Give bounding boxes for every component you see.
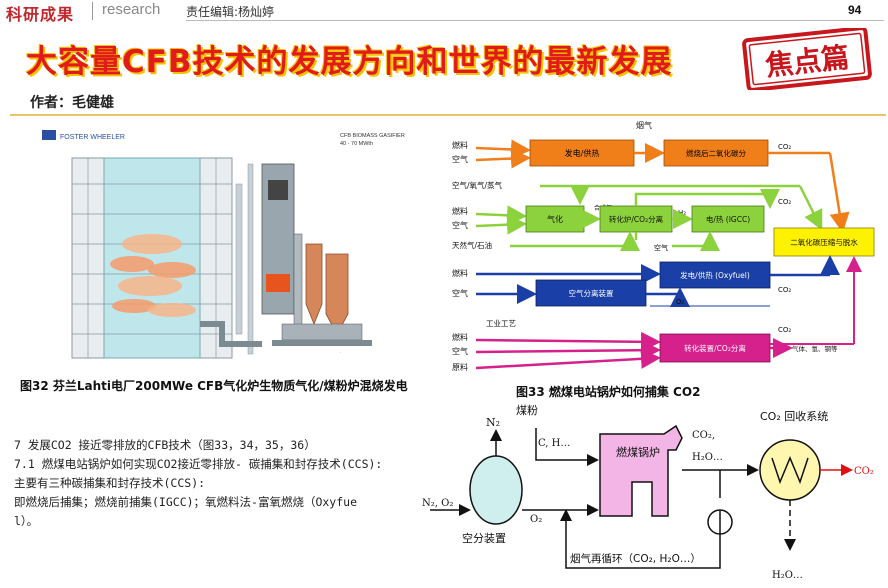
asu-vessel xyxy=(469,455,523,525)
row4-products: 气体、氢、钢等 xyxy=(792,344,838,353)
row2-air: 空气 xyxy=(452,220,468,230)
row2-shift-box: 转化炉/CO₂分离 xyxy=(609,214,664,224)
header-separator xyxy=(92,2,93,20)
co2-compression-box: 二氧化碳压缩与脱水 xyxy=(790,237,858,247)
row4-industrial-label: 工业工艺 xyxy=(486,318,516,328)
boiler-label: 燃煤锅炉 xyxy=(616,445,660,459)
coal-label: 煤粉 xyxy=(516,404,538,417)
body-line-5: l）。 xyxy=(14,514,39,528)
section-divider xyxy=(10,114,886,116)
body-line-1: 7 发展CO2 接近零排放的CFB技术（图33，34，35，36） xyxy=(14,438,316,452)
recovery-label: CO₂ 回收系统 xyxy=(760,409,828,423)
brand-label: 科研成果 xyxy=(6,5,75,24)
body-line-4: 即燃烧后捕集；燃烧前捕集(IGCC)；氧燃料法-富氧燃烧（Oxyfue xyxy=(14,495,358,509)
editor-label: 责任编辑:杨灿婷 xyxy=(186,5,275,19)
row1-post-capture-box: 燃烧后二氧化碳分 xyxy=(686,148,746,158)
figure-32-inner-title: CFB BIOMASS GASIFIER xyxy=(340,133,405,139)
row1-fuel: 燃料 xyxy=(452,140,468,150)
focus-badge: 焦点篇 xyxy=(742,28,872,90)
n2o2-label: N₂, O₂ xyxy=(422,498,453,509)
row2-igcc-box: 电/热 (IGCC) xyxy=(706,214,750,224)
figure-33-caption: 图33 燃煤电站锅炉如何捕集 CO2 xyxy=(516,385,701,399)
row3-oxyfuel-box: 发电/供热 (Oxyfuel) xyxy=(680,270,750,280)
brand-english: research xyxy=(102,1,161,18)
body-text: 7 发展CO2 接近零排放的CFB技术（图33，34，35，36） 7.1 燃煤… xyxy=(14,436,424,531)
row2-air-oxygen-steam: 空气/氧气/蒸气 xyxy=(452,180,503,190)
page-header: 科研成果 research 责任编辑:杨灿婷 94 xyxy=(0,0,888,24)
boiler-shape xyxy=(599,424,683,517)
co2-flue-label: CO₂, xyxy=(692,430,715,441)
row3-o2: O₂ xyxy=(676,298,685,306)
figure-32-gasifier: FOSTER WHEELER CFB BIOMASS GASIFIER 40 -… xyxy=(42,130,405,359)
n2-label: N₂ xyxy=(486,416,500,429)
body-line-3: 主要有三种碳捕集和封存技术(CCS): xyxy=(14,476,206,490)
row2-h2: H₂ xyxy=(678,209,686,217)
author-line: 作者：毛健雄 xyxy=(30,95,114,111)
row4-air: 空气 xyxy=(452,346,468,356)
figure-32-caption: 图32 芬兰Lahti电厂200MWe CFB气化炉生物质气化/煤粉炉混烧发电 xyxy=(20,379,408,393)
body-line-2: 7.1 燃煤电站锅炉如何实现CO2接近零排放- 碳捕集和封存技术(CCS): xyxy=(14,457,383,471)
foster-wheeler-logo-icon xyxy=(42,130,56,140)
row1-air: 空气 xyxy=(452,154,468,164)
header-rule xyxy=(186,20,884,21)
h2o-output-label: H₂O… xyxy=(772,570,803,581)
ch-label: C, H… xyxy=(538,438,570,449)
row1-co2: CO₂ xyxy=(778,143,791,151)
row2-fuel: 燃料 xyxy=(452,206,468,216)
row2-co2: CO₂ xyxy=(778,198,791,206)
row1-power-box: 发电/供热 xyxy=(565,148,600,158)
figure-33-ccs-diagram: 烟气 燃料 空气 发电/供热 燃烧后二氧化碳分 CO₂ 空气/氧气/蒸气 燃料 … xyxy=(452,120,875,372)
row4-conversion-box: 转化装置/CO₂分离 xyxy=(684,343,746,353)
row3-asu-box: 空气分离装置 xyxy=(569,288,614,298)
figure-32-footnote: · xyxy=(340,351,341,355)
row3-fuel: 燃料 xyxy=(452,268,468,278)
row2-gasify-box: 气化 xyxy=(547,214,563,224)
co2-recovery-icon xyxy=(759,439,821,501)
figure-32-inner-subtitle: 40 - 70 MWth xyxy=(340,141,373,147)
co2-output-label: CO₂ xyxy=(854,466,874,477)
row4-fuel: 燃料 xyxy=(452,332,468,342)
figure-32-logo: FOSTER WHEELER xyxy=(60,134,125,141)
asu-label: 空分装置 xyxy=(462,531,506,545)
row3-air: 空气 xyxy=(452,288,468,298)
o2-label: O₂ xyxy=(530,514,542,525)
page-title: 大容量CFB技术的发展方向和世界的最新发展 xyxy=(26,44,673,80)
flue-gas-label: 烟气 xyxy=(636,120,652,130)
row4-co2: CO₂ xyxy=(778,326,791,334)
recycle-label: 烟气再循环（CO₂, H₂O…） xyxy=(570,552,701,565)
page-number: 94 xyxy=(848,3,862,17)
row3-co2: CO₂ xyxy=(778,286,791,294)
figure-oxyfuel-diagram: N₂ N₂, O₂ 空分装置 O₂ 煤粉 C, H… 燃煤锅炉 CO₂, H₂O… xyxy=(422,404,874,581)
row2-natural-gas: 天然气/石油 xyxy=(452,240,492,250)
row2-air-label: 空气 xyxy=(654,243,668,252)
h2o-flue-label: H₂O… xyxy=(692,452,723,463)
row4-feedstock: 原料 xyxy=(452,362,468,372)
